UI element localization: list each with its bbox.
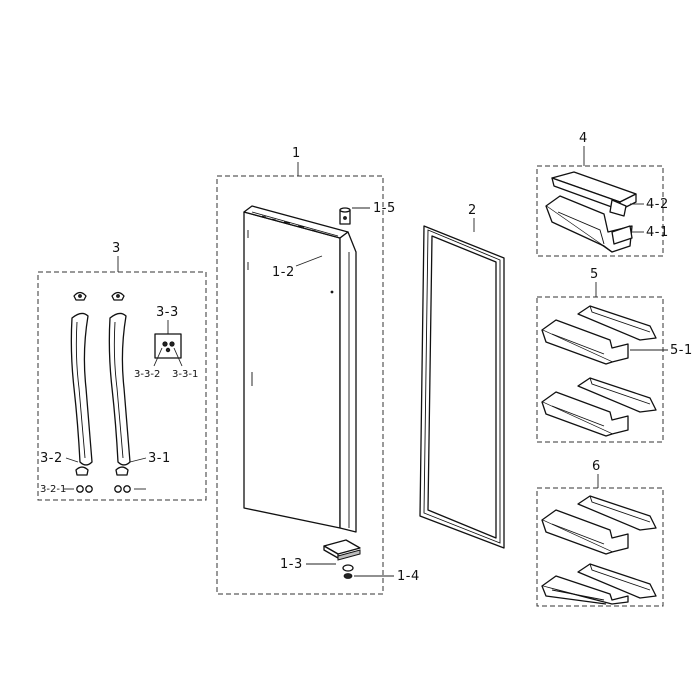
handle-cap-left — [73, 291, 87, 301]
label-1: 1 — [292, 146, 301, 161]
door-gasket — [419, 225, 505, 549]
group-3-handles: 3 3-3 3-3-2 3-3-1 — [37, 241, 207, 501]
label-3-1: 3-1 — [148, 451, 171, 466]
cap-1-4 — [342, 564, 354, 579]
group-5-bins: 5 5-1 — [536, 267, 693, 443]
group-6-bins: 6 — [536, 459, 664, 607]
label-3-2: 3-2 — [40, 451, 63, 466]
group-4-bin: 4 4-2 4-1 — [536, 131, 669, 257]
label-1-5: 1-5 — [373, 201, 396, 216]
door-panel — [243, 205, 357, 533]
group-6-boundary — [536, 487, 664, 607]
group-4-boundary — [536, 165, 664, 257]
bin-5-1-upper — [541, 305, 657, 365]
bin-6-lower — [541, 563, 657, 605]
label-5-1: 5-1 — [670, 343, 693, 358]
label-6: 6 — [592, 459, 601, 474]
group-1-door: 1 1-5 1-2 — [216, 146, 420, 595]
label-1-2: 1-2 — [272, 265, 295, 280]
handle-right — [108, 312, 131, 466]
screws-3-2-1 — [76, 485, 131, 493]
label-5: 5 — [590, 267, 599, 282]
hinge-pin-1-5 — [339, 207, 351, 225]
label-3-3-1: 3-3-1 — [172, 369, 198, 380]
label-3-3-2: 3-3-2 — [134, 369, 160, 380]
handle-left — [70, 312, 93, 466]
label-3-2-1: 3-2-1 — [40, 484, 66, 495]
group-1-boundary — [216, 175, 384, 595]
label-1-3: 1-3 — [280, 557, 303, 572]
group-2-gasket: 2 — [419, 203, 505, 549]
handle-bottom-cap-right — [115, 466, 129, 476]
label-3: 3 — [112, 241, 121, 256]
label-3-3: 3-3 — [156, 305, 179, 320]
label-4-1: 4-1 — [646, 225, 669, 240]
bin-5-1-lower — [541, 377, 657, 437]
label-4-2: 4-2 — [646, 197, 669, 212]
label-1-4: 1-4 — [397, 569, 420, 584]
lower-hinge-1-3 — [323, 539, 361, 561]
label-2: 2 — [468, 203, 477, 218]
handle-cap-right — [111, 291, 125, 301]
group-3-boundary — [37, 271, 207, 501]
handle-bottom-cap-left — [75, 466, 89, 476]
bin-4-1 — [545, 195, 633, 253]
bin-6-upper — [541, 495, 657, 555]
label-4: 4 — [579, 131, 588, 146]
